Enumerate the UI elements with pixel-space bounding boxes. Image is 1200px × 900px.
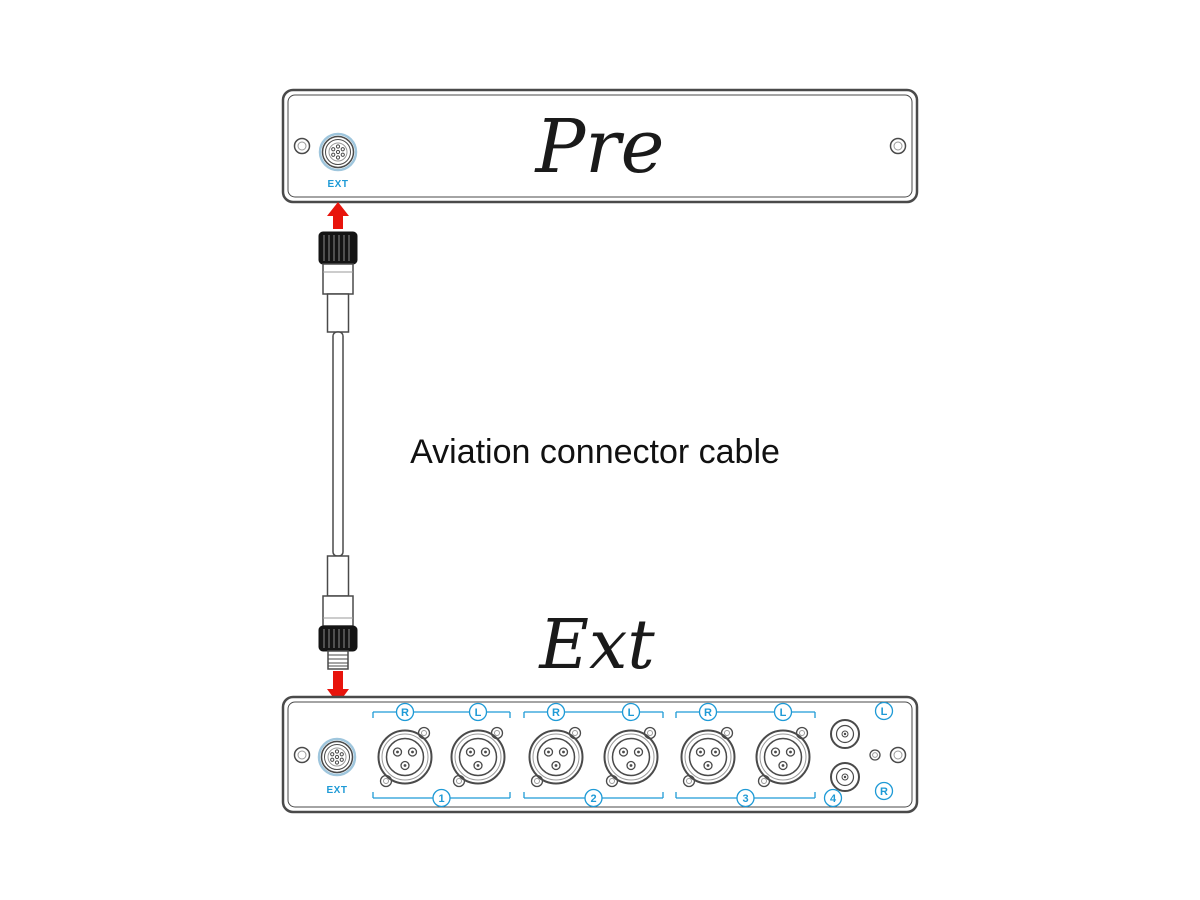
svg-text:R: R (880, 786, 888, 798)
channel-labels-pair-3: R L (675, 702, 816, 722)
svg-text:L: L (881, 706, 888, 718)
channel-label-1r: R (401, 707, 409, 719)
xlr-connector-2l (603, 726, 659, 788)
screw-hole-right (889, 746, 907, 764)
cable-bottom-connector (318, 555, 358, 670)
xlr-connector-3l (755, 726, 811, 788)
channel-labels-pair-1: R L (372, 702, 511, 722)
cable-label: Aviation connector cable (410, 433, 780, 471)
svg-text:4: 4 (830, 793, 837, 805)
aviation-cable (318, 231, 358, 670)
channel-label-3r: R (704, 707, 712, 719)
group-number-3: 3 (742, 793, 748, 805)
channel-group-1: 1 (372, 788, 511, 808)
group-number-2: 2 (590, 793, 596, 805)
channel-group-3: 3 (675, 788, 816, 808)
rca-label-l: L (874, 701, 894, 721)
rca-label-r: R (874, 781, 894, 801)
channel-group-2: 2 (523, 788, 664, 808)
xlr-connector-3r (680, 726, 736, 788)
group-number-1: 1 (438, 793, 444, 805)
xlr-connector-2r (528, 726, 584, 788)
ext-panel-title: Ext (537, 606, 655, 685)
screw-hole-left (293, 746, 311, 764)
pre-panel-body (281, 88, 919, 204)
ext-aviation-connector (317, 737, 357, 777)
channel-label-2l: L (628, 707, 635, 719)
rca-connector-bottom (830, 762, 860, 792)
ext-panel-inner-outline (287, 701, 913, 808)
cable-top-connector (318, 231, 358, 333)
pre-panel-inner-outline (287, 94, 913, 198)
pre-ext-label: EXT (328, 179, 349, 190)
xlr-connector-1r (377, 726, 433, 788)
channel-label-2r: R (552, 707, 560, 719)
rca-group-number: 4 (823, 788, 843, 808)
cable-wire (332, 331, 344, 557)
screw-hole-left (293, 137, 311, 155)
ext-ext-label: EXT (327, 785, 348, 796)
arrow-up (327, 202, 349, 229)
ext-panel: EXT (281, 695, 919, 814)
xlr-connector-1l (450, 726, 506, 788)
rca-connector-top (830, 719, 860, 749)
ext-aviation-connector (318, 132, 358, 172)
pre-panel-title: Pre (534, 104, 665, 190)
channel-labels-pair-2: R L (523, 702, 664, 722)
pre-panel: EXT Pre (281, 88, 919, 204)
rca-screw-hole (869, 749, 881, 761)
screw-hole-right (889, 137, 907, 155)
channel-label-1l: L (475, 707, 482, 719)
channel-label-3l: L (780, 707, 787, 719)
